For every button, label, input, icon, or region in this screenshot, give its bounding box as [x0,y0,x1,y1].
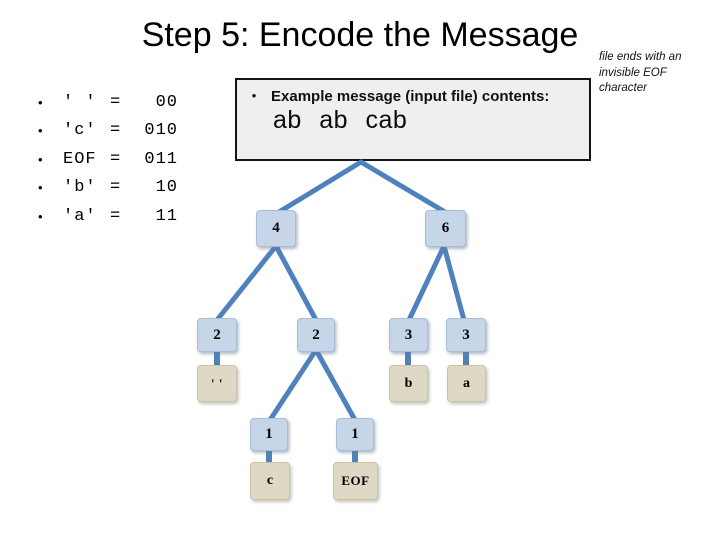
code-char: 'a' [63,206,97,226]
bullet-icon: • [38,180,43,196]
bullet-icon: • [38,151,43,167]
code-row: • 'a' = 11 [30,202,180,231]
tree-node-1-left: 1 [250,418,288,451]
tree-node-1-right: 1 [336,418,374,451]
equals-sign: = [110,149,122,169]
equals-sign: = [110,121,122,141]
tree-node-2-left: 2 [197,318,237,352]
code-value: 00 [155,92,178,112]
tree-node-3-right: 3 [446,318,486,352]
tree-leaf-eof: EOF [333,462,378,500]
example-label: Example message (input file) contents: [271,88,550,105]
huffman-code-list: • ' ' = 00 • 'c' = 010 • EOF = 011 • 'b'… [30,88,180,231]
bullet-icon: • [38,208,43,224]
code-row: • 'b' = 10 [30,174,180,203]
tree-node-2-right: 2 [297,318,335,352]
example-message-box: • Example message (input file) contents:… [235,78,591,161]
equals-sign: = [110,178,122,198]
tree-leaf-c: c [250,462,290,500]
code-char: EOF [63,149,97,169]
code-value: 11 [155,206,178,226]
code-char: ' ' [63,92,97,112]
tree-leaf-space: ' ' [197,365,237,402]
tree-node-4: 4 [256,210,296,247]
eof-note: file ends with an invisible EOF characte… [599,51,682,95]
code-row: • ' ' = 00 [30,88,180,117]
slide-title: Step 5: Encode the Message [141,16,579,54]
equals-sign: = [110,206,122,226]
code-value: 011 [144,149,178,169]
bullet-icon: • [38,123,43,139]
tree-leaf-b: b [389,365,428,402]
tree-node-3-left: 3 [389,318,428,352]
bullet-icon: • [251,88,257,103]
tree-leaf-a: a [447,365,486,402]
code-char: 'c' [63,121,97,141]
code-row: • 'c' = 010 [30,117,180,146]
bullet-icon: • [38,94,43,110]
code-value: 010 [144,121,178,141]
code-row: • EOF = 011 [30,145,180,174]
tree-node-6: 6 [425,210,466,247]
equals-sign: = [110,92,122,112]
example-message-text: ab ab cab [273,106,408,134]
code-char: 'b' [63,178,97,198]
code-value: 10 [155,178,178,198]
